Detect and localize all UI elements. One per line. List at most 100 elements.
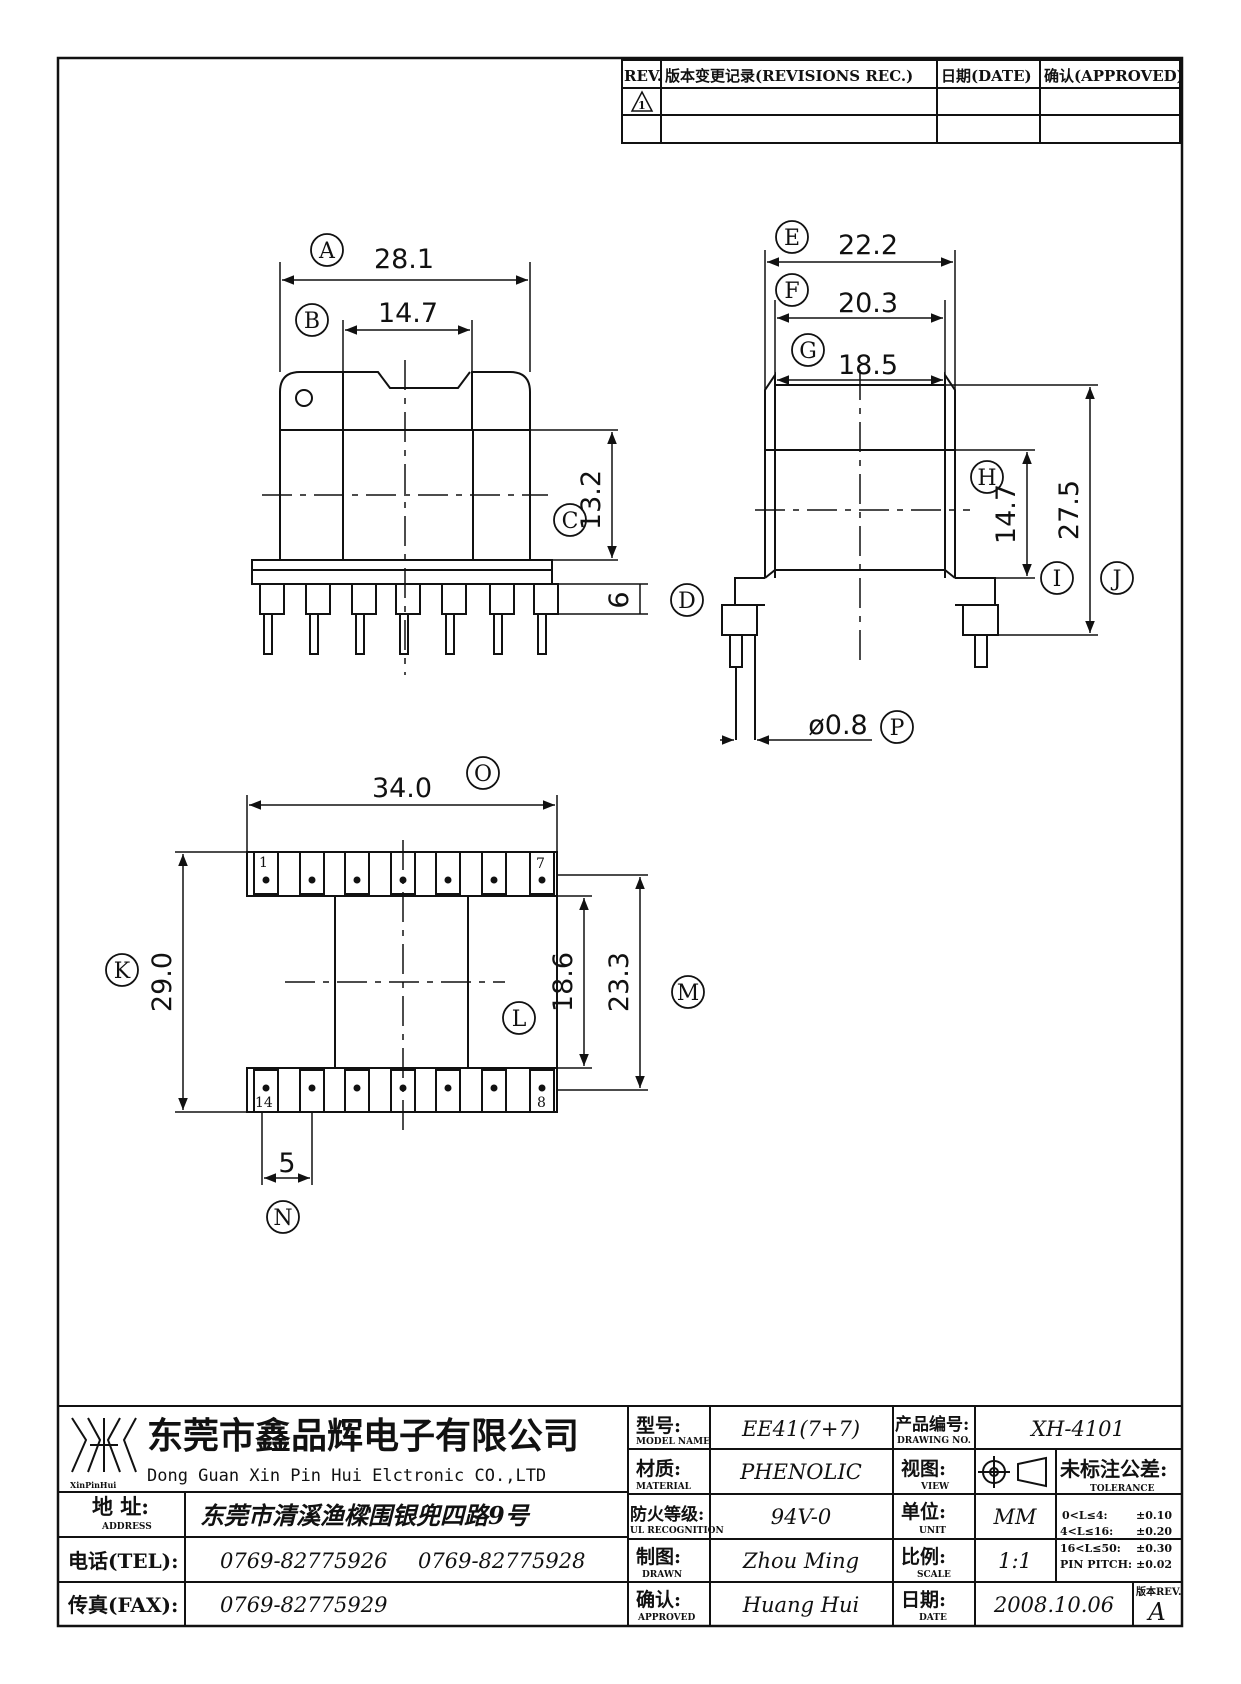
fax-label: 传真(FAX): [67,1593,178,1617]
projection-symbol-icon [978,1456,1047,1488]
reference-label-i: I [1053,567,1062,592]
model-label-en: MODEL NAME [636,1437,710,1447]
sheet-border [56,56,1184,1628]
reference-label-b: B [304,309,320,334]
tolerance-label-en: TOLERANCE [1090,1484,1155,1494]
bottom-view-pin-holes [262,876,546,1092]
front-view-centerlines [262,360,548,675]
flame-rating-label: 防火等级: [630,1504,704,1525]
fax-value: 0769-82775929 [220,1593,387,1617]
material-label-en: MATERIAL [636,1482,692,1492]
reference-label-a: A [318,239,336,264]
dimension-e-value: 22.2 [838,230,898,261]
scale-label-en: SCALE [917,1570,951,1580]
revision-value: A [1146,1598,1165,1626]
side-view-dimension-lines [720,250,1098,745]
unit-label: 单位: [901,1500,946,1523]
dimension-o-value: 34.0 [372,773,432,804]
unit-value: MM [992,1505,1037,1529]
dimension-g-value: 18.5 [838,350,898,381]
dimension-p-value: ø0.8 [808,710,867,741]
tel-value-1: 0769-82775926 [220,1549,387,1573]
front-view-reference-circles [295,233,704,617]
bottom-view-centerlines [285,840,505,1130]
tel-label: 电话(TEL): [68,1549,179,1573]
company-name-chinese: 东莞市鑫品辉电子有限公司 [147,1416,579,1457]
reference-label-d: D [678,589,696,614]
company-logo-text: XinPinHui [70,1480,116,1490]
address-value: 东莞市清溪渔樑围银兜四路9号 [200,1501,531,1530]
bottom-view-dimension-lines [175,795,648,1185]
side-view-centerlines [755,370,970,660]
dimension-n-value: 5 [278,1148,295,1179]
drawing-number-label-en: DRAWING NO. [897,1436,971,1446]
pin-number-7: 7 [536,856,545,872]
dimension-l-value: 18.6 [548,952,579,1012]
tolerance-row-4-range: PIN PITCH: [1060,1558,1132,1571]
tolerance-row-2-value: ±0.20 [1136,1525,1172,1538]
tolerance-row-1-range: 0<L≤4: [1062,1509,1108,1522]
reference-label-c: C [562,509,579,534]
tolerance-row-3-range: 16<L≤50: [1060,1542,1121,1555]
dimension-f-value: 20.3 [838,288,898,319]
date-column-header: 日期(DATE) [941,67,1032,85]
tolerance-row-4-value: ±0.02 [1136,1558,1172,1571]
reference-label-h: H [977,466,996,491]
approved-label: 确认: [636,1588,681,1611]
date-label: 日期: [901,1589,946,1611]
date-value: 2008.10.06 [993,1593,1114,1617]
model-value: EE41(7+7) [741,1417,860,1441]
drawing-number-value: XH-4101 [1029,1417,1125,1441]
reference-label-p: P [890,716,905,741]
dimension-b-value: 14.7 [378,298,438,329]
bottom-view-reference-circles [105,756,705,1234]
dimension-d-value: 6 [604,591,635,608]
reference-label-k: K [114,959,131,984]
company-logo-icon [71,1417,137,1473]
revision-triangle-icon [630,90,654,112]
dimension-c-value: 13.2 [576,470,607,530]
approved-value: Huang Hui [742,1593,860,1617]
side-view-reference-circles [775,220,1134,744]
tolerance-row-2-range: 4<L≤16: [1060,1525,1113,1538]
material-value: PHENOLIC [739,1460,862,1484]
pin-number-14: 14 [255,1095,273,1111]
rev-column-header: REV. [624,67,662,85]
company-name-english: Dong Guan Xin Pin Hui Elctronic CO.,LTD [147,1466,546,1486]
side-view [721,371,999,740]
drawn-label: 制图: [636,1545,681,1568]
drawn-label-en: DRAWN [642,1570,682,1580]
reference-label-m: M [677,981,700,1006]
dimension-m-value: 23.3 [604,952,635,1012]
dimension-k-value: 29.0 [147,952,178,1012]
view-label: 视图: [901,1457,946,1480]
revision-number: 1 [638,99,646,112]
drawn-value: Zhou Ming [742,1549,859,1573]
approved-column-header: 确认(APPROVED) [1044,67,1184,85]
address-label-en: ADDRESS [101,1522,152,1532]
drawing-number-label: 产品编号: [895,1414,969,1435]
reference-label-e: E [784,226,800,251]
address-label: 地 址: [92,1494,149,1519]
reference-label-f: F [784,279,799,304]
dimension-j-value: 27.5 [1054,480,1085,540]
dimension-a-value: 28.1 [374,244,434,275]
tolerance-row-3-value: ±0.30 [1136,1542,1172,1555]
material-label: 材质: [636,1457,681,1480]
reference-label-o: O [474,762,492,787]
scale-value: 1:1 [998,1549,1032,1573]
title-block [58,1405,1182,1626]
flame-rating-label-en: UL RECOGNITION [630,1526,724,1536]
revision-table [621,59,1181,144]
reference-label-g: G [799,339,817,364]
reference-label-n: N [273,1206,292,1231]
date-label-en: DATE [919,1613,947,1623]
pin-number-1: 1 [259,855,268,871]
approved-label-en: APPROVED [637,1613,696,1623]
model-label: 型号: [636,1414,681,1437]
reference-label-l: L [512,1007,527,1032]
front-view-dimension-lines [279,262,648,615]
flame-rating-value: 94V-0 [771,1505,831,1529]
tolerance-row-1-value: ±0.10 [1136,1509,1172,1522]
